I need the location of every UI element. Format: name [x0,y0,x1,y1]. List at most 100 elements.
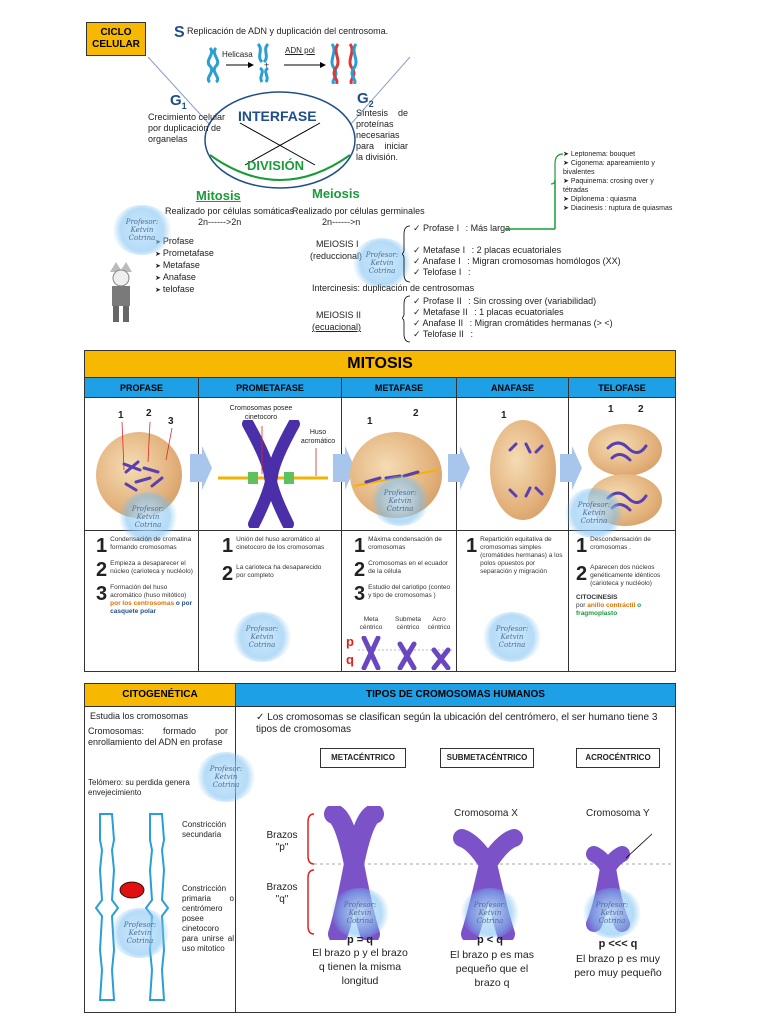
list-item: Profase I : Más larga [413,223,621,245]
cromosoma-x-label: Cromosoma X [454,808,518,819]
list-item: Metafase I : 2 placas ecuatoriales [413,245,621,256]
profase-pointers [121,421,173,471]
metafase-label-2: 2 [413,408,419,419]
caption-submetacentrico: El brazo p es mas pequeño que el brazo q [449,949,535,989]
col-divider [198,377,199,671]
col-header-metafase: METAFASE [342,377,457,398]
meiosis2-label: MEIOSIS II [316,310,362,320]
list-item: 1 Repartición equitativa de cromosomas s… [466,535,563,575]
prometafase-desc: 1 Unión del huso acromático al cinetocor… [222,536,330,584]
list-item: 1 Condensación de cromatina formando cro… [96,535,192,557]
type-metacentrico: METACÉNTRICO [320,748,406,768]
intercinesis-text: Intercinesis: duplicación de centrosomas [312,283,475,293]
relation-acrocentrico: p <<< q [598,938,638,950]
list-item: Cigonema: apareamiento y bivalentes [563,159,678,177]
list-item: 2 Empieza a desaparecer el núcleo (cario… [96,559,193,581]
list-item: Leptonema: bouquet [563,150,678,159]
profase-desc: 1 Condensación de cromatina formando cro… [96,536,194,616]
list-item: 2 Cromosomas en el ecuador de la célula [354,559,448,581]
list-item: Paquinema: crosing over y tétradas [563,177,678,195]
col-divider [456,377,457,671]
meiosis1-sub: (reduccional) [310,251,363,261]
profase-label-3: 3 [168,416,174,427]
profase-label-2: 2 [146,408,152,419]
mitosis-title: Mitosis [196,188,241,203]
prometafase-pointers [261,426,317,476]
anafase-chromosomes [508,442,544,498]
arrow-right-icon [190,446,212,490]
telofase-label-2: 2 [638,404,644,415]
profase-sub-connector [505,153,564,230]
list-item: Prometafase [155,248,214,260]
metafase-chromosome-types [358,636,454,670]
mitosis-phase-list: Profase Prometafase Metafase Anafase tel… [155,236,214,296]
profase-label-1: 1 [118,410,124,421]
list-item: Metafase II : 1 placas ecuatoriales [413,307,613,318]
telofase-label-1: 1 [608,404,614,415]
mitosis-ratio: 2n------>2n [198,217,242,227]
character-figure [110,262,132,322]
caption-acrocentrico: El brazo p es muy pero muy pequeño [574,953,662,979]
cell-cycle-diagram [147,56,411,189]
p-arm-label: p [346,634,354,649]
list-item: Telofase I : [413,267,621,278]
meiosis2-bracket [402,295,411,343]
meiosis2-sub: (ecuacional) [312,322,362,332]
mitosis-desc: Realizado por células somáticas [165,206,295,216]
arrow-right-icon [560,446,582,490]
relation-submetacentrico: p < q [477,934,503,946]
metafase-type-acro: Acro céntrico [427,616,451,631]
bottom-panel [84,683,676,1013]
s-phase-text: Replicación de ADN y duplicación del cen… [187,26,389,36]
list-item: Diplonema : quiasma [563,195,678,204]
mitosis-table-title: MITOSIS [85,351,675,377]
metafase-type-meta: Meta céntrico [359,616,383,631]
list-item: Anafase II : Migran cromátides hermanas … [413,318,613,329]
clasificacion-text: ✓ Los cromosomas se clasifican según la … [256,712,658,735]
col-header-prometafase: PROMETAFASE [199,377,342,398]
cromosomas-def: Cromosomas: formado por enrollamiento de… [88,726,228,747]
list-item: Telofase II : [413,329,613,340]
g1-text: Crecimiento celular por duplicación de o… [148,112,226,144]
tipos-header: TIPOS DE CROMOSOMAS HUMANOS [236,684,675,707]
meiosis1-label: MEIOSIS I [316,239,359,249]
list-item: Profase [155,236,214,248]
telofase-desc: 1 Descondensación de cromosomas . 2 Apar… [576,536,672,618]
telomero-text: Telómero: su perdida genera envejecimien… [88,778,190,797]
list-item: Diacinesis : ruptura de quiasmas [563,204,678,213]
type-acrocentrico: ACROCÉNTRICO [576,748,660,768]
ciclo-celular-label: CICLO CELULAR [86,22,146,56]
division-label: DIVISIÓN [247,158,305,173]
caption-metacentrico: El brazo p y el brazo q tienen la misma … [312,947,408,987]
list-item: 1 Unión del huso acromático al cinetocor… [222,535,325,557]
type-submetacentrico: SUBMETACÉNTRICO [440,748,534,768]
interfase-label: INTERFASE [238,108,317,124]
profase-substages-list: Leptonema: bouquet Cigonema: apareamient… [563,150,678,213]
arrow-right-icon [448,446,470,490]
estudia-text: Estudia los cromosomas [90,711,189,721]
list-item: telofase [155,284,214,296]
citocinesis-desc: por anillo contráctil o fragmoplasto [576,602,642,617]
row-divider [85,397,675,398]
list-item: Anafase [155,272,214,284]
metafase-type-submeta: Submeta céntrico [394,616,422,631]
helicasa-label: Helicasa [222,50,253,59]
prometafase-chromosome-image [218,420,328,528]
prometafase-label-huso: Huso acromático [300,429,336,445]
constriccion-primaria-text: Constricción primaria o centrómero posee… [182,884,234,953]
brazos-q-label: Brazos "q" [266,882,298,905]
telofase-cell-image [588,424,662,476]
anafase-desc: 1 Repartición equitativa de cromosomas s… [466,536,564,576]
prometafase-label-cinetocoro: Cromosomas posee cinetocoro [229,405,293,421]
profase-chromosomes [122,460,164,492]
constriccion-secundaria-text: Constricción secundaria [182,820,227,839]
